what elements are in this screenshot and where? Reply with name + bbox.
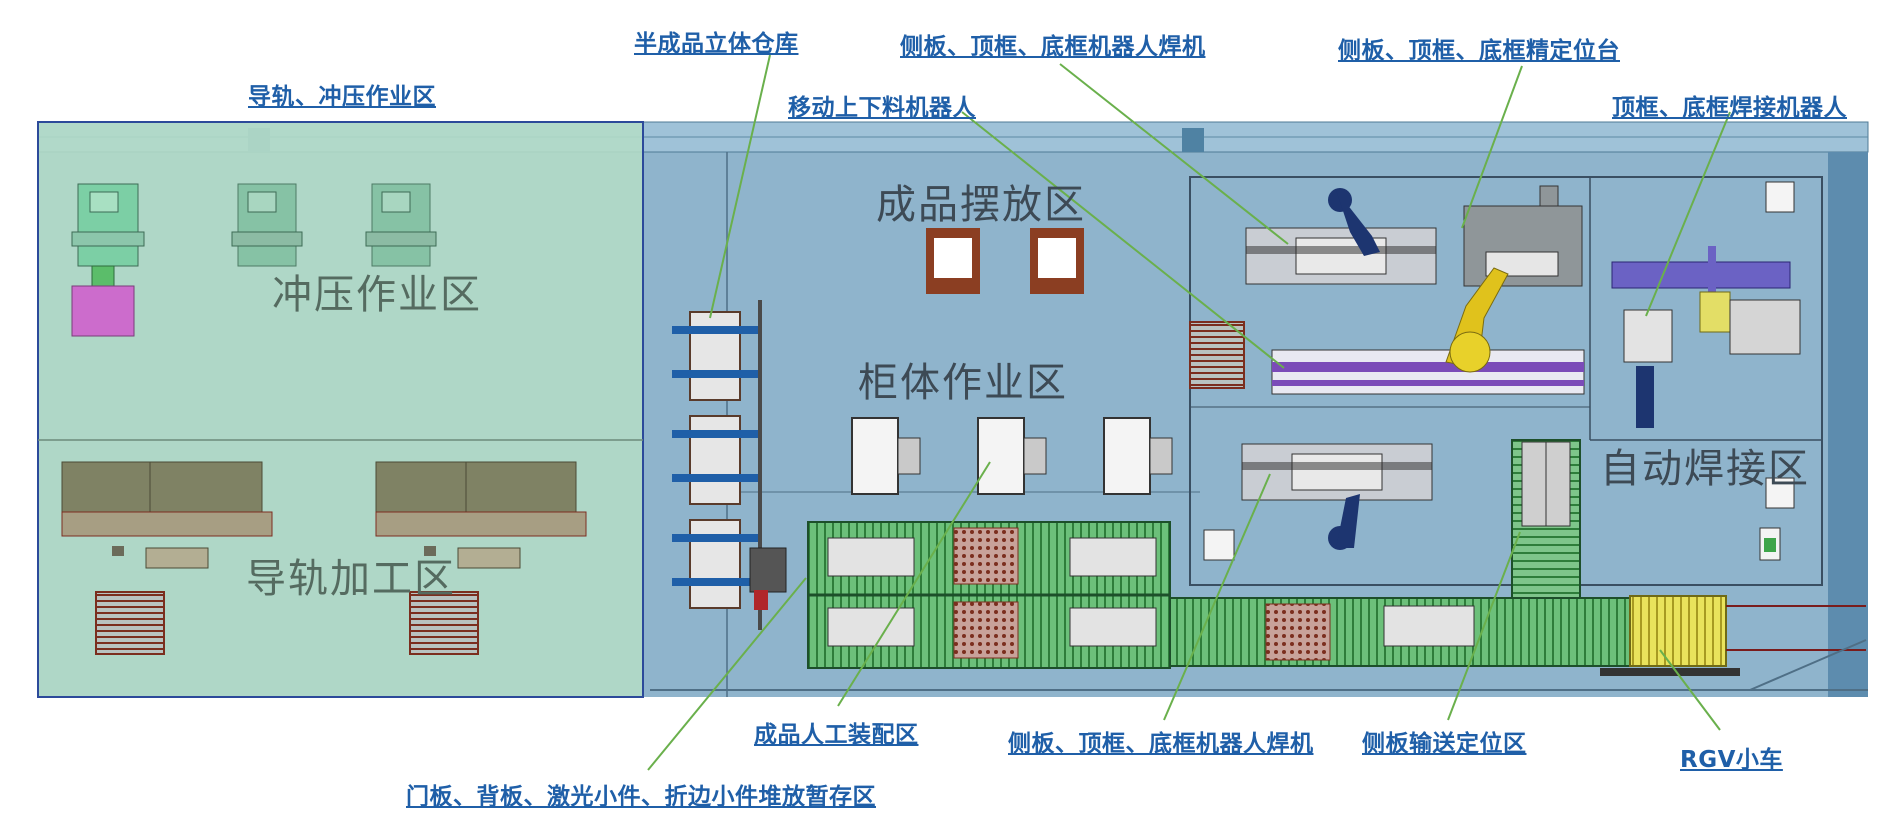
callout-semi-finished-warehouse: 半成品立体仓库	[634, 31, 799, 57]
zone-auto-welding: 自动焊接区	[1600, 446, 1810, 492]
rail-machining-line-1	[61, 461, 273, 569]
callout-welder-top: 侧板、顶框、底框机器人焊机	[900, 34, 1206, 60]
cabinet-station-3	[1103, 417, 1173, 495]
stamping-press-1	[71, 183, 145, 337]
welder-station-top	[1245, 188, 1437, 285]
callout-frame-welding-robot: 顶框、底框焊接机器人	[1612, 95, 1847, 121]
cabinet-station-2	[977, 417, 1047, 495]
leader-lines	[647, 54, 1731, 771]
semi-finished-warehouse	[672, 300, 787, 630]
callout-welder-bottom: 侧板、顶框、底框机器人焊机	[1008, 731, 1314, 757]
rail-rack-2	[409, 591, 479, 655]
callout-rgv-cart: RGV小车	[1680, 747, 1783, 773]
stamping-press-3	[365, 183, 437, 267]
zone-stamping: 冲压作业区	[272, 272, 482, 318]
mobile-loading-robot	[1271, 267, 1585, 395]
callout-storage-area: 门板、背板、激光小件、折边小件堆放暂存区	[406, 784, 876, 810]
callout-mobile-loading-robot: 移动上下料机器人	[788, 95, 976, 121]
cabinet-station-1	[851, 417, 921, 495]
callout-rail-stamping-area: 导轨、冲压作业区	[248, 84, 436, 110]
zone-finished-placement: 成品摆放区	[876, 182, 1086, 228]
callout-side-panel-conveying: 侧板输送定位区	[1362, 731, 1527, 757]
zone-cabinet-work: 柜体作业区	[858, 360, 1068, 406]
marker-box	[1203, 529, 1235, 561]
stamping-press-2	[231, 183, 303, 267]
callout-precision-positioning: 侧板、顶框、底框精定位台	[1338, 38, 1620, 64]
callout-manual-assembly: 成品人工装配区	[754, 722, 919, 748]
precision-positioning-table	[1463, 185, 1583, 287]
finished-pallet-1	[926, 228, 980, 294]
rgv-rail	[1600, 668, 1740, 676]
rail-machining-line-2	[375, 461, 587, 569]
rail-rack-1	[95, 591, 165, 655]
welder-station-bottom	[1241, 443, 1433, 550]
rgv-cart	[1629, 595, 1727, 667]
zone-rail-machining: 导轨加工区	[246, 556, 456, 602]
finished-pallet-2	[1030, 228, 1084, 294]
pallet-stack	[1189, 321, 1245, 389]
